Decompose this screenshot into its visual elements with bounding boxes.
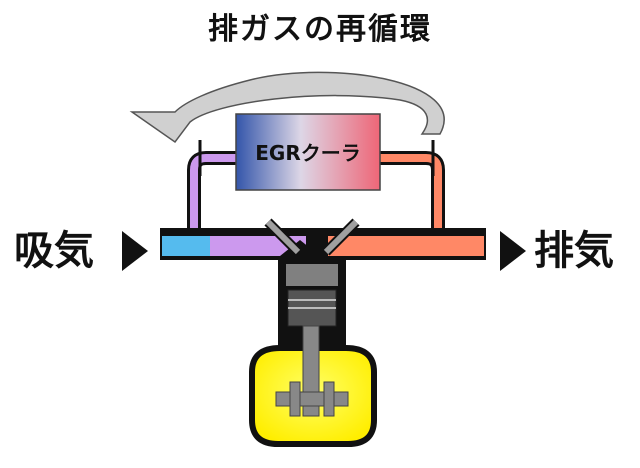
intake-arrow-icon xyxy=(122,231,148,271)
recirculation-arrow-icon xyxy=(129,71,445,144)
exhaust-gas-flow xyxy=(328,236,484,256)
egr-cooler-label: EGRクーラ xyxy=(255,141,360,165)
crank-web-right xyxy=(323,381,335,417)
combustion-chamber xyxy=(286,264,338,286)
exhaust-label: 排気 xyxy=(534,228,614,274)
exhaust-valve xyxy=(322,218,360,256)
egr-supply-pipe xyxy=(380,151,445,240)
egr-cooler xyxy=(235,113,381,191)
diagram-title: 排ガスの再循環 xyxy=(208,12,432,47)
intake-air-flow xyxy=(162,236,210,256)
intake-label: 吸気 xyxy=(14,228,94,274)
exhaust-arrow-icon xyxy=(500,231,526,271)
intake-valve xyxy=(264,218,302,256)
crank-web-left xyxy=(289,381,301,417)
crankshaft xyxy=(275,391,349,407)
